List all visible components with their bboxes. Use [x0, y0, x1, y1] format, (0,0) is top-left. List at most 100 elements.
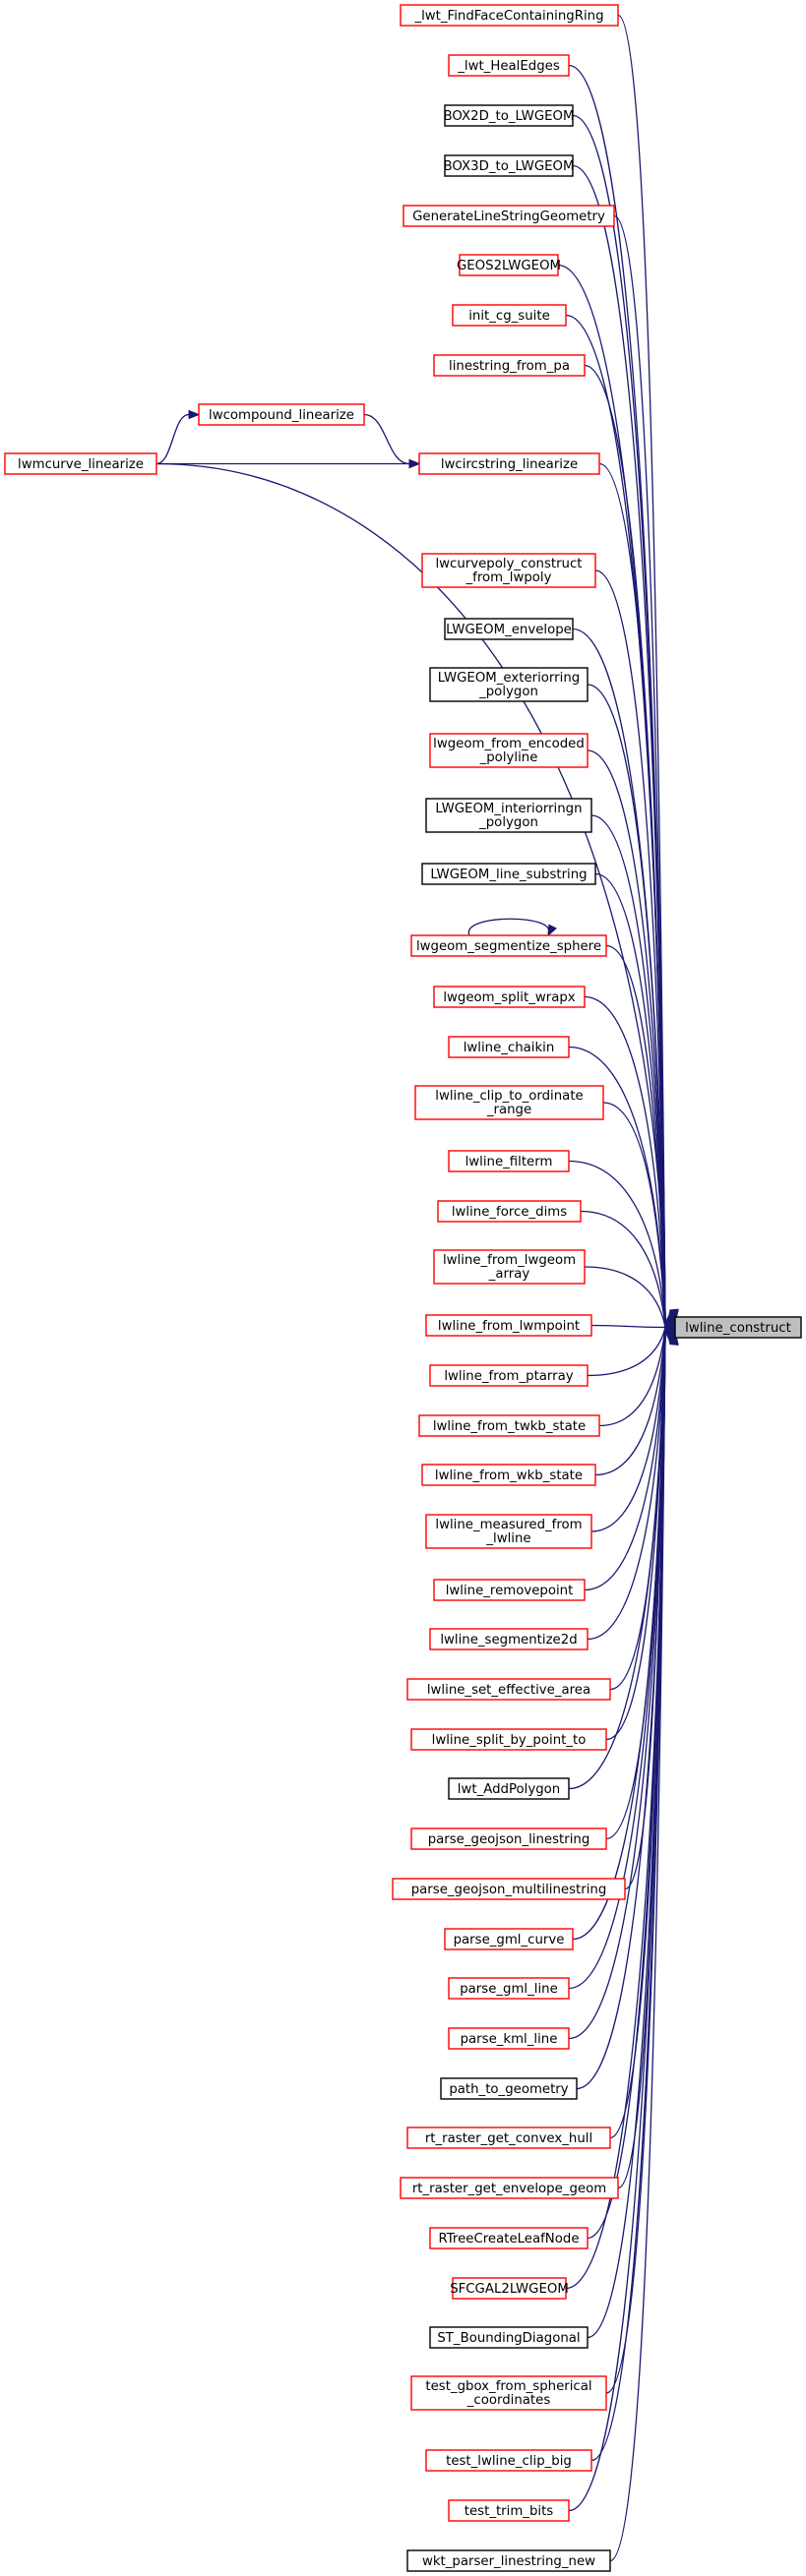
- node-parse-kml-line[interactable]: parse_kml_line: [448, 2027, 570, 2050]
- node-box: [674, 1316, 802, 1339]
- edge-arrowhead: [547, 924, 557, 937]
- edge-arrowhead: [188, 409, 201, 420]
- node-parse-gml-curve[interactable]: parse_gml_curve: [444, 1928, 574, 1950]
- node-label: lwline_from_lwmpoint: [438, 1319, 580, 1334]
- node-rt-raster-get-envelope-geom[interactable]: rt_raster_get_envelope_geom: [400, 2177, 619, 2199]
- node-lwline-removepoint[interactable]: lwline_removepoint: [433, 1579, 586, 1601]
- node-rtreecreateleafnode[interactable]: RTreeCreateLeafNode: [429, 2227, 589, 2249]
- node-label: lwline_from_lwgeom: [443, 1253, 576, 1268]
- node-lwgeom-line-substring[interactable]: LWGEOM_line_substring: [421, 863, 596, 885]
- node-lwcurvepoly-construct-from-lwpoly[interactable]: lwcurvepoly_construct_from_lwpoly: [421, 553, 596, 588]
- node-box: [406, 2549, 611, 2572]
- node-lwline-from-lwgeom-array[interactable]: lwline_from_lwgeom_array: [433, 1249, 586, 1285]
- node-box: [400, 2177, 619, 2199]
- node-lwline-clip-to-ordinate-range[interactable]: lwline_clip_to_ordinate_range: [414, 1085, 604, 1120]
- node-lwgeom-from-encoded-polyline[interactable]: lwgeom_from_encoded_polyline: [429, 733, 589, 768]
- edge: [609, 1333, 679, 2562]
- node-lwline-measured-from-lwline[interactable]: lwline_measured_from_lwline: [425, 1514, 592, 1549]
- node-rt-raster-get-convex-hull[interactable]: rt_raster_get_convex_hull: [406, 2127, 611, 2149]
- node-label: linestring_from_pa: [449, 359, 570, 374]
- node-lwline-from-wkb-state[interactable]: lwline_from_wkb_state: [421, 1464, 596, 1486]
- node-lwline-chaikin[interactable]: lwline_chaikin: [448, 1036, 570, 1058]
- node-box: [448, 54, 570, 77]
- node-box: [421, 553, 596, 588]
- node-box3d-to-lwgeom[interactable]: BOX3D_to_LWGEOM: [444, 154, 575, 177]
- node-box: [459, 254, 559, 276]
- node-lwline-split-by-point-to[interactable]: lwline_split_by_point_to: [410, 1728, 607, 1751]
- node-box: [418, 452, 600, 475]
- node-box: [418, 1414, 600, 1437]
- node-lwline-from-ptarray[interactable]: lwline_from_ptarray: [429, 1364, 589, 1387]
- node-box: [410, 1728, 607, 1751]
- node-label: _lwt_HealEdges: [457, 59, 560, 74]
- node-box: [429, 1364, 589, 1387]
- node-label: lwline_from_twkb_state: [433, 1419, 586, 1434]
- node-label: parse_kml_line: [461, 2032, 558, 2047]
- node-wkt-parser-linestring-new[interactable]: wkt_parser_linestring_new: [406, 2549, 611, 2572]
- node-test-trim-bits[interactable]: test_trim_bits: [448, 2499, 570, 2522]
- node-lwline-set-effective-area[interactable]: lwline_set_effective_area: [406, 1678, 611, 1701]
- node-lwt-findfacecontainingring[interactable]: _lwt_FindFaceContainingRing: [400, 4, 619, 27]
- edge-line: [613, 214, 666, 1321]
- node-st-boundingdiagonal[interactable]: ST_BoundingDiagonal: [429, 2326, 589, 2349]
- edge-line: [590, 1324, 666, 1329]
- edge: [613, 214, 679, 1323]
- edge-line: [602, 1102, 666, 1327]
- edge: [594, 569, 678, 1325]
- node-linestring-from-pa[interactable]: linestring_from_pa: [433, 354, 586, 377]
- node-lwline-filterm[interactable]: lwline_filterm: [448, 1150, 570, 1172]
- node-label: lwgeom_split_wrapx: [443, 990, 575, 1005]
- node-lwline-from-lwmpoint[interactable]: lwline_from_lwmpoint: [425, 1314, 592, 1337]
- node-box2d-to-lwgeom[interactable]: BOX2D_to_LWGEOM: [444, 104, 575, 127]
- node-box: [433, 1579, 586, 1601]
- node-box: [429, 1628, 589, 1650]
- node-box: [410, 934, 607, 957]
- edge: [587, 749, 678, 1326]
- node-parse-geojson-multilinestring[interactable]: parse_geojson_multilinestring: [392, 1878, 626, 1900]
- node-box: [433, 986, 586, 1008]
- node-lwgeom-segmentize-sphere[interactable]: lwgeom_segmentize_sphere: [410, 934, 607, 957]
- node-lwt-addpolygon[interactable]: lwt_AddPolygon: [448, 1777, 570, 1800]
- graph-edges: [155, 14, 679, 2562]
- graph-nodes: lwline_construct _lwt_FindFaceContainingR…: [4, 4, 802, 2572]
- node-label: lwline_construct: [685, 1321, 791, 1336]
- node-lwline-segmentize2d[interactable]: lwline_segmentize2d: [429, 1628, 589, 1650]
- node-label: rt_raster_get_envelope_geom: [412, 2182, 606, 2196]
- edge-line: [587, 684, 666, 1324]
- node-lwcompound-linearize[interactable]: lwcompound_linearize: [198, 403, 365, 426]
- node-lwcircstring-linearize[interactable]: lwcircstring_linearize: [418, 452, 600, 475]
- node-label: LWGEOM_envelope: [446, 623, 572, 637]
- edge: [467, 918, 557, 937]
- node-geos2lwgeom[interactable]: GEOS2LWGEOM: [457, 254, 561, 276]
- node-path-to-geometry[interactable]: path_to_geometry: [440, 2077, 578, 2100]
- edge-line: [594, 569, 666, 1323]
- node-box: [448, 2499, 570, 2522]
- node-label: lwmcurve_linearize: [18, 457, 144, 472]
- node-label: ST_BoundingDiagonal: [437, 2331, 580, 2346]
- edge: [605, 1332, 679, 2394]
- node-lwt-healedges[interactable]: _lwt_HealEdges: [448, 54, 570, 77]
- node-lwline-construct[interactable]: lwline_construct: [674, 1316, 802, 1339]
- edge-line: [584, 1266, 666, 1328]
- node-label: lwline_filterm: [465, 1155, 553, 1169]
- node-lwline-force-dims[interactable]: lwline_force_dims: [437, 1200, 582, 1223]
- node-test-lwline-clip-big[interactable]: test_lwline_clip_big: [425, 2449, 592, 2472]
- edge-line: [598, 1328, 666, 1427]
- node-label: _coordinates: [466, 2393, 551, 2408]
- node-lwgeom-interiorringn-polygon[interactable]: LWGEOM_interiorringn_polygon: [425, 798, 592, 833]
- node-init-cg-suite[interactable]: init_cg_suite: [452, 304, 567, 327]
- edge-line: [467, 918, 550, 936]
- node-lwgeom-envelope[interactable]: LWGEOM_envelope: [444, 618, 574, 640]
- node-sfcgal2lwgeom[interactable]: SFCGAL2LWGEOM: [450, 2277, 569, 2300]
- node-lwmcurve-linearize[interactable]: lwmcurve_linearize: [4, 452, 157, 475]
- node-box: [448, 2027, 570, 2050]
- node-test-gbox-from-spherical-coordinates[interactable]: test_gbox_from_spherical_coordinates: [410, 2375, 607, 2411]
- node-parse-gml-line[interactable]: parse_gml_line: [448, 1977, 570, 2000]
- node-label: init_cg_suite: [468, 309, 550, 324]
- node-lwgeom-split-wrapx[interactable]: lwgeom_split_wrapx: [433, 986, 586, 1008]
- node-generatelinestringgeometry[interactable]: GenerateLineStringGeometry: [403, 205, 615, 227]
- node-parse-geojson-linestring[interactable]: parse_geojson_linestring: [410, 1827, 607, 1850]
- node-lwgeom-exteriorring-polygon[interactable]: LWGEOM_exteriorring_polygon: [429, 667, 589, 702]
- node-lwline-from-twkb-state[interactable]: lwline_from_twkb_state: [418, 1414, 600, 1437]
